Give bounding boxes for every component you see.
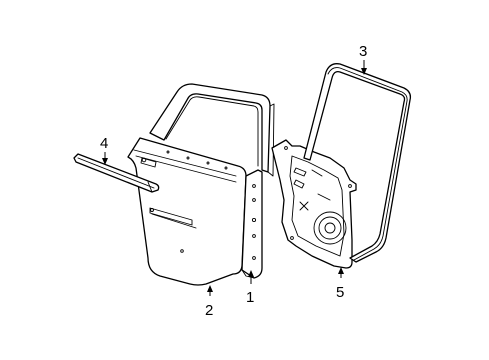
weatherstrip-outer (303, 63, 412, 263)
door-weatherstrip (303, 63, 412, 263)
water-shield-slot-3 (311, 169, 323, 177)
door-window-frame (149, 83, 271, 173)
callout-5: 5 (336, 267, 344, 301)
door-belt-clip-1 (166, 150, 170, 154)
callout-3: 3 (359, 43, 367, 75)
water-shield-speaker-center (324, 222, 336, 234)
water-shield-tab-3 (290, 236, 294, 240)
belt-molding (73, 153, 160, 193)
door-trim-hole-1 (150, 208, 154, 212)
door-belt-line-2 (135, 155, 237, 183)
door-edge-hole-4 (252, 234, 256, 238)
door-belt-clip-3 (206, 161, 210, 165)
door-shell (127, 83, 275, 286)
weatherstrip-inner (327, 67, 408, 261)
water-shield-outline (271, 139, 357, 269)
water-shield-tab-2 (348, 184, 352, 188)
door-edge-hole-2 (252, 198, 256, 202)
water-shield-inner-contour (289, 155, 345, 257)
water-shield-slot-2 (293, 179, 305, 189)
callout-3-label: 3 (359, 43, 367, 60)
water-shield-slot-4 (317, 193, 331, 201)
door-edge-hole-3 (251, 217, 257, 223)
callout-2-label: 2 (205, 302, 213, 319)
water-shield-speaker-outer (313, 211, 347, 245)
water-shield-speaker-inner (318, 216, 342, 240)
door-window-frame-inner (165, 96, 259, 167)
door-handle-hole (141, 157, 147, 163)
water-shield-slot-1 (293, 167, 307, 177)
callout-1-arrowhead (248, 270, 254, 277)
door-window-pillar (267, 103, 275, 177)
callout-1-label: 1 (246, 289, 254, 306)
callout-3-arrowhead (361, 68, 367, 75)
door-trim-slot-upper (149, 207, 193, 226)
door-trim-slot-lower (151, 213, 197, 229)
door-handle-recess (140, 157, 157, 168)
callout-5-arrowhead (338, 267, 344, 274)
callout-2: 2 (205, 285, 213, 319)
door-edge-hole-1 (252, 184, 256, 188)
water-shield-tab-1 (284, 146, 288, 150)
belt-molding-edge (77, 157, 155, 189)
door-belt-clip-2 (186, 156, 190, 160)
door-edge-hole-5 (252, 256, 256, 260)
callout-4-label: 4 (100, 135, 108, 152)
callout-4: 4 (100, 135, 108, 165)
water-shield-cross (299, 201, 309, 211)
callout-1: 1 (246, 270, 254, 306)
callout-5-label: 5 (336, 284, 344, 301)
callout-2-arrowhead (207, 285, 213, 292)
door-outer-panel (127, 137, 247, 286)
door-belt-clip-4 (224, 166, 228, 170)
door-rear-edge (241, 169, 263, 279)
door-belt-line (133, 149, 237, 177)
door-trim-hole-2 (180, 249, 184, 253)
callout-4-arrowhead (102, 158, 108, 165)
water-shield (271, 139, 357, 269)
belt-molding-end (147, 181, 153, 193)
